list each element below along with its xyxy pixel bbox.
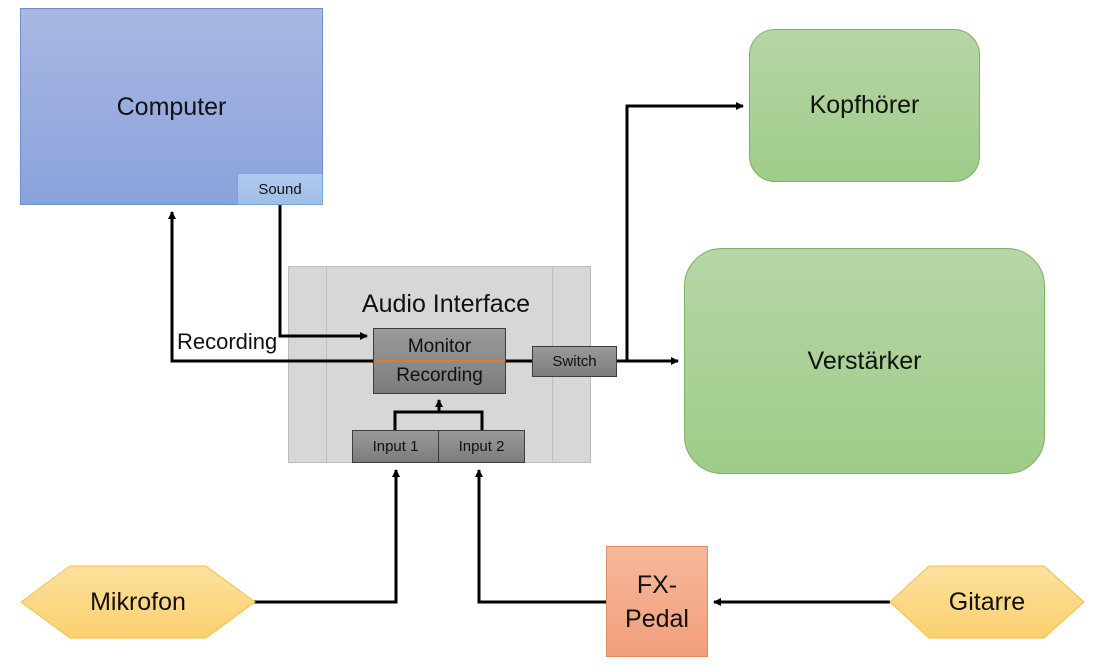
edge-sound-to-monitor xyxy=(278,205,368,340)
sound-output-node[interactable]: Sound xyxy=(237,173,323,205)
edge-switch-to-kopfhoerer xyxy=(625,102,744,361)
monitor-recording-module[interactable]: Monitor Recording xyxy=(373,328,506,394)
edge-inputs-merge xyxy=(393,410,484,430)
mikrofon-shape[interactable] xyxy=(20,565,256,639)
edge-recording-to-computer xyxy=(168,211,373,363)
recording-label: Recording xyxy=(396,365,483,386)
edge-fx-to-input2 xyxy=(475,469,606,604)
input-2-node[interactable]: Input 2 xyxy=(438,430,525,463)
gitarre-label: Gitarre xyxy=(948,587,1026,616)
computer-label: Computer xyxy=(116,93,227,121)
computer-node[interactable]: Computer xyxy=(20,8,323,205)
verstaerker-node[interactable]: Verstärker xyxy=(684,248,1045,474)
audio-interface-title: Audio Interface xyxy=(361,289,531,318)
gitarre-shape[interactable] xyxy=(889,565,1085,639)
mikrofon-label: Mikrofon xyxy=(90,587,186,616)
fx-label-line2: Pedal xyxy=(625,604,689,633)
switch-node[interactable]: Switch xyxy=(532,346,617,377)
edge-mikrofon-to-input1 xyxy=(254,469,400,604)
module-divider xyxy=(374,360,505,362)
input-1-node[interactable]: Input 1 xyxy=(352,430,439,463)
recording-edge-label: Recording xyxy=(177,329,278,354)
kopfhoerer-node[interactable]: Kopfhörer xyxy=(749,29,980,182)
monitor-label: Monitor xyxy=(407,336,472,357)
fx-label-line1: FX- xyxy=(636,570,678,599)
interface-divider xyxy=(326,266,327,463)
fx-pedal-node[interactable]: FX- Pedal xyxy=(606,546,708,657)
